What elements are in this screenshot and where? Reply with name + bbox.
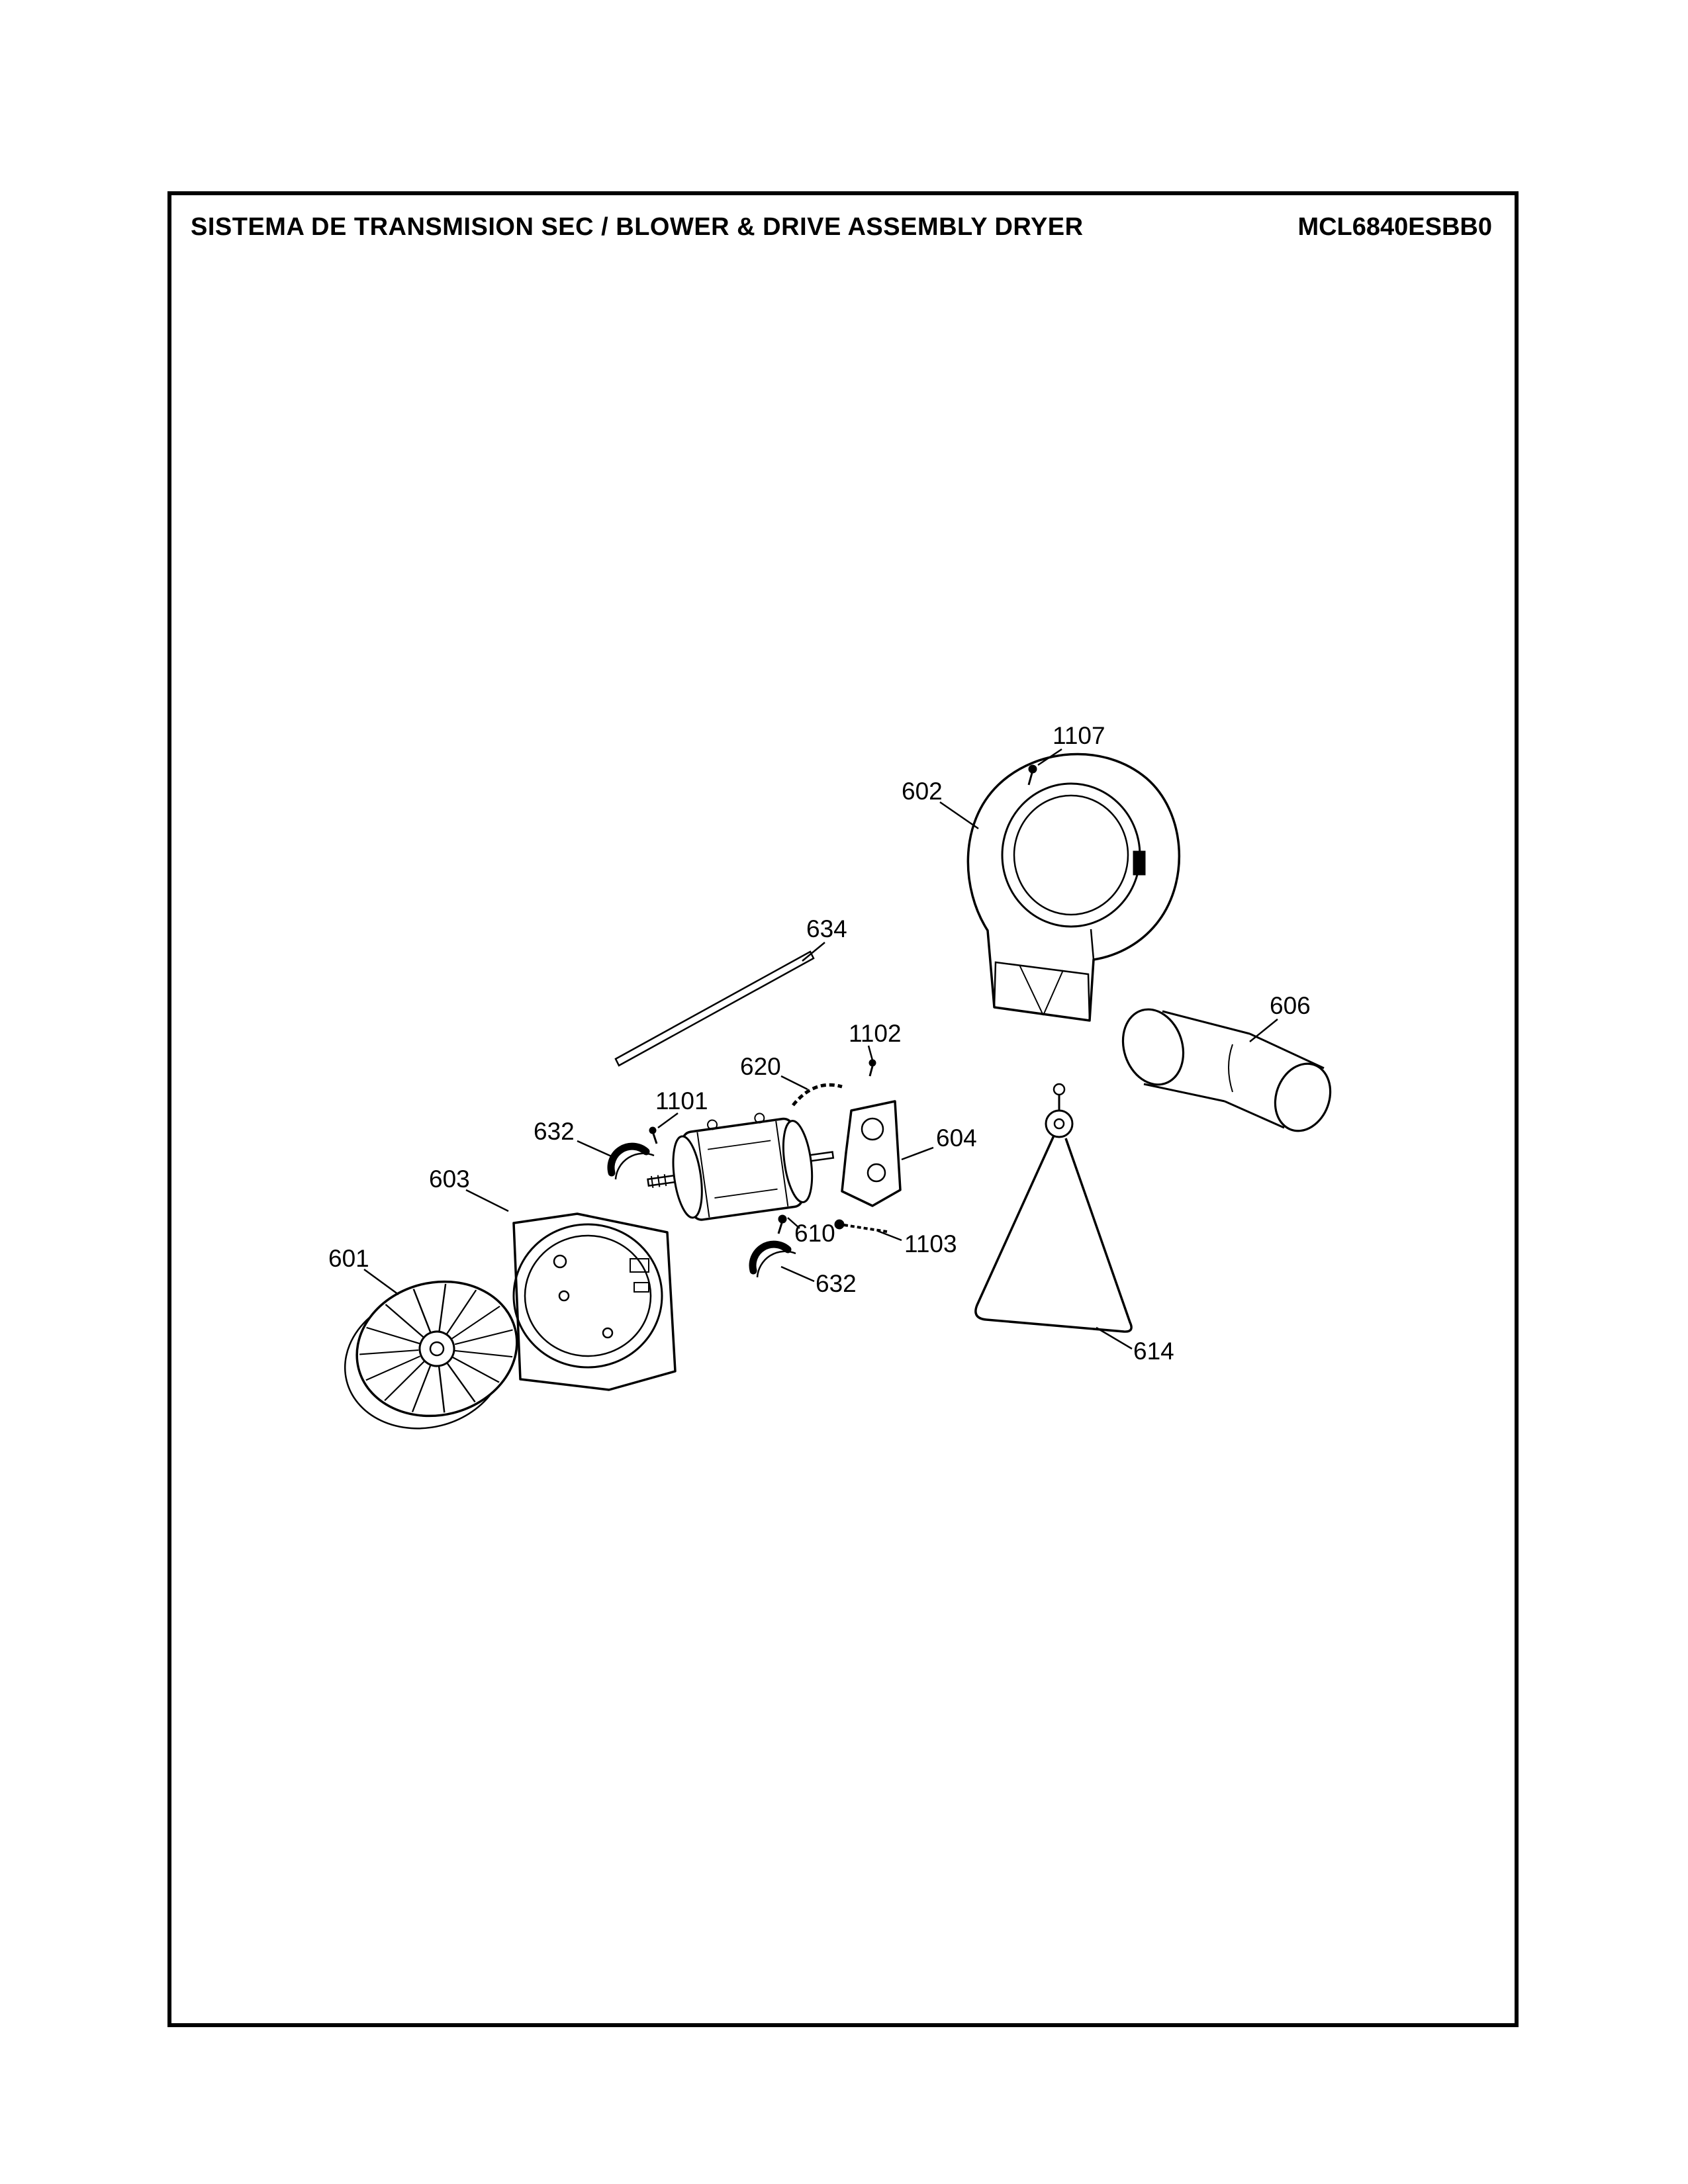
callout-632-upper: 632 — [534, 1118, 575, 1145]
part-drive-belt-614 — [974, 1083, 1133, 1333]
part-mounting-plate-603 — [512, 1212, 677, 1391]
part-bracket-632-lower — [749, 1240, 796, 1278]
part-screw-1102 — [868, 1059, 876, 1077]
part-screw-1107 — [1027, 764, 1037, 786]
part-drive-motor — [647, 1113, 835, 1221]
callout-601: 601 — [328, 1245, 369, 1272]
callout-620: 620 — [740, 1053, 781, 1080]
callout-634: 634 — [806, 915, 847, 942]
callout-604: 604 — [936, 1124, 977, 1152]
page-title: SISTEMA DE TRANSMISION SEC / BLOWER & DR… — [191, 213, 1084, 241]
leader-lines — [363, 748, 1278, 1350]
callout-614: 614 — [1133, 1338, 1174, 1365]
part-bracket-604 — [841, 1100, 902, 1207]
part-screw-610 — [777, 1214, 787, 1234]
part-screw-1101 — [649, 1126, 658, 1144]
callout-1103: 1103 — [904, 1230, 957, 1257]
part-bracket-632-upper — [607, 1142, 655, 1180]
part-blower-wheel-601 — [344, 1280, 518, 1430]
callout-610: 610 — [794, 1220, 835, 1247]
model-number: MCL6840ESBB0 — [1297, 213, 1492, 241]
part-stud-1103 — [834, 1219, 888, 1233]
callout-1101: 1101 — [655, 1087, 708, 1115]
callout-1102: 1102 — [849, 1020, 902, 1047]
callout-1107: 1107 — [1053, 722, 1105, 749]
part-blower-housing-602 — [966, 752, 1180, 1022]
part-shaft-rod-634 — [614, 950, 815, 1067]
callout-602: 602 — [902, 778, 943, 805]
part-clamp-620 — [792, 1083, 843, 1107]
callout-606: 606 — [1270, 992, 1311, 1019]
callout-603: 603 — [429, 1165, 470, 1193]
part-exhaust-duct-606 — [1121, 1008, 1332, 1132]
callout-632-lower: 632 — [816, 1270, 857, 1297]
